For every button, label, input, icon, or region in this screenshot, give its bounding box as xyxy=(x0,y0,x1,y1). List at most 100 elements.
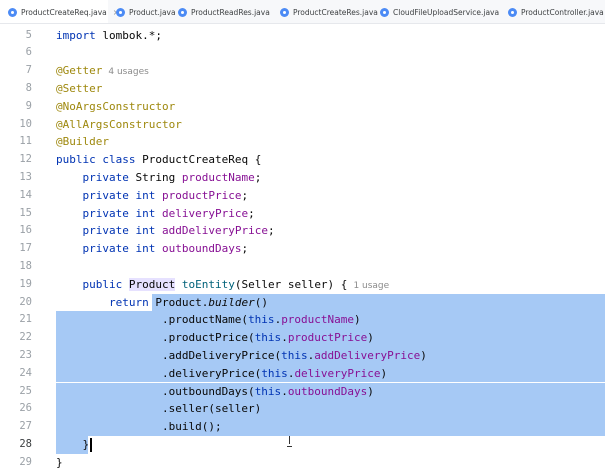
line-number[interactable]: 30 xyxy=(0,472,32,475)
code-text[interactable]: private int addDeliveryPrice; xyxy=(56,222,275,240)
code-token: this xyxy=(261,366,288,380)
line-number[interactable]: 20 xyxy=(19,295,32,308)
line-number[interactable]: 8 xyxy=(25,81,32,94)
code-token: this xyxy=(254,384,282,398)
code-token: addDeliveryPrice xyxy=(314,348,421,362)
code-text[interactable]: .outboundDays(this.outboundDays) xyxy=(56,383,374,401)
code-text[interactable]: @AllArgsConstructor xyxy=(56,116,182,134)
tab-label: ProductController.java xyxy=(521,7,604,17)
code-text[interactable]: } xyxy=(56,436,92,454)
code-token xyxy=(122,278,129,291)
code-text[interactable]: .productName(this.productName) xyxy=(56,311,361,329)
code-text[interactable]: @Setter xyxy=(56,80,102,98)
code-token: . xyxy=(281,384,288,398)
code-token: .seller(seller) xyxy=(56,402,262,416)
line-number[interactable]: 15 xyxy=(19,206,32,219)
code-text[interactable]: .productPrice(this.productPrice) xyxy=(56,329,374,347)
code-token xyxy=(56,224,83,237)
line-number[interactable]: 19 xyxy=(19,277,32,290)
code-token: ) xyxy=(367,384,374,398)
tab-cloudfileuploadservice[interactable]: CloudFileUploadService.java xyxy=(372,0,500,23)
line-number[interactable]: 24 xyxy=(19,366,32,379)
line-number[interactable]: 21 xyxy=(19,313,32,326)
java-class-icon xyxy=(380,7,389,17)
code-text[interactable]: private int productPrice; xyxy=(56,187,249,205)
line-number[interactable]: 12 xyxy=(19,153,32,166)
code-token xyxy=(56,171,83,184)
line-number[interactable]: 14 xyxy=(19,188,32,201)
code-text[interactable]: private String productName; xyxy=(56,169,262,187)
code-text[interactable]: @NoArgsConstructor xyxy=(56,98,175,116)
code-token: Product xyxy=(128,277,176,291)
code-line: 13 private String productName; xyxy=(0,169,605,187)
code-line: 28 } xyxy=(0,435,605,454)
line-number[interactable]: 27 xyxy=(19,420,32,433)
code-text[interactable]: import lombok.*; xyxy=(56,27,162,45)
code-token: private xyxy=(82,170,129,184)
code-line: 21 .productName(this.productName) xyxy=(0,311,605,330)
line-number[interactable]: 17 xyxy=(19,242,32,255)
code-text[interactable]: .addDeliveryPrice(this.addDeliveryPrice) xyxy=(56,347,427,365)
code-token xyxy=(56,242,83,255)
line-number[interactable]: 26 xyxy=(19,402,32,415)
line-number[interactable]: 10 xyxy=(19,117,32,130)
code-token: @AllArgsConstructor xyxy=(56,117,182,131)
java-class-icon xyxy=(508,7,517,17)
selection-highlight xyxy=(56,346,605,365)
selection-highlight xyxy=(152,293,605,312)
line-number[interactable]: 22 xyxy=(19,331,32,344)
line-number[interactable]: 29 xyxy=(19,455,32,468)
line-number[interactable]: 13 xyxy=(19,170,32,183)
code-text[interactable]: public class ProductCreateReq { xyxy=(56,151,261,169)
code-token xyxy=(155,189,162,202)
code-token: productName xyxy=(281,313,355,327)
code-token: ProductCreateReq { xyxy=(135,153,262,167)
usage-hint[interactable]: 4 usages xyxy=(108,67,149,78)
usage-hint[interactable]: 1 usage xyxy=(353,280,390,291)
code-token xyxy=(56,207,83,220)
code-text[interactable]: private int outboundDays; xyxy=(56,240,249,258)
line-number[interactable]: 7 xyxy=(25,64,32,77)
line-number[interactable]: 16 xyxy=(19,224,32,237)
tab-label: ProductCreateRes.java xyxy=(293,7,378,17)
line-number[interactable]: 5 xyxy=(25,28,32,41)
code-token: private int xyxy=(82,224,156,238)
code-token: .deliveryPrice( xyxy=(56,366,262,380)
code-token: } xyxy=(56,437,90,451)
tab-productcreateres[interactable]: ProductCreateRes.java xyxy=(272,0,378,23)
code-token: . xyxy=(307,348,315,362)
line-number[interactable]: 11 xyxy=(19,135,32,148)
code-token: return xyxy=(108,295,149,309)
line-number[interactable]: 18 xyxy=(19,259,32,272)
code-line: 22 .productPrice(this.productPrice) xyxy=(0,329,605,347)
tab-productreadres[interactable]: ProductReadRes.java xyxy=(170,0,272,23)
code-text[interactable]: } xyxy=(56,454,63,472)
code-token: .productName( xyxy=(56,313,249,327)
code-text[interactable]: .seller(seller) xyxy=(56,400,261,418)
code-text[interactable]: public Product toEntity(Seller seller) {… xyxy=(56,276,389,296)
tab-productcontroller[interactable]: ProductController.java xyxy=(500,0,604,23)
code-token: ; xyxy=(248,206,255,220)
line-number[interactable]: 9 xyxy=(25,99,32,112)
code-line: 27 .build(); xyxy=(0,418,605,436)
tab-product[interactable]: Product.java xyxy=(108,0,176,23)
line-number[interactable]: 28 xyxy=(19,437,32,450)
code-token: ) xyxy=(420,348,427,362)
code-token: private int xyxy=(82,242,156,256)
code-token: import xyxy=(56,28,96,42)
line-number[interactable]: 23 xyxy=(19,348,32,361)
code-token: . xyxy=(287,366,295,380)
code-text[interactable]: @Builder xyxy=(56,133,109,151)
code-text[interactable]: .build(); xyxy=(56,418,222,436)
line-number[interactable]: 6 xyxy=(25,46,32,59)
code-text[interactable]: return Product.builder() xyxy=(56,294,268,312)
tab-productcreatereq[interactable]: ProductCreateReq.java× xyxy=(0,0,119,23)
code-line: 6 xyxy=(0,44,605,62)
code-text[interactable]: .deliveryPrice(this.deliveryPrice) xyxy=(56,365,387,383)
code-token: deliveryPrice xyxy=(161,206,249,220)
line-number[interactable]: 25 xyxy=(19,384,32,397)
code-text[interactable]: private int deliveryPrice; xyxy=(56,205,255,223)
